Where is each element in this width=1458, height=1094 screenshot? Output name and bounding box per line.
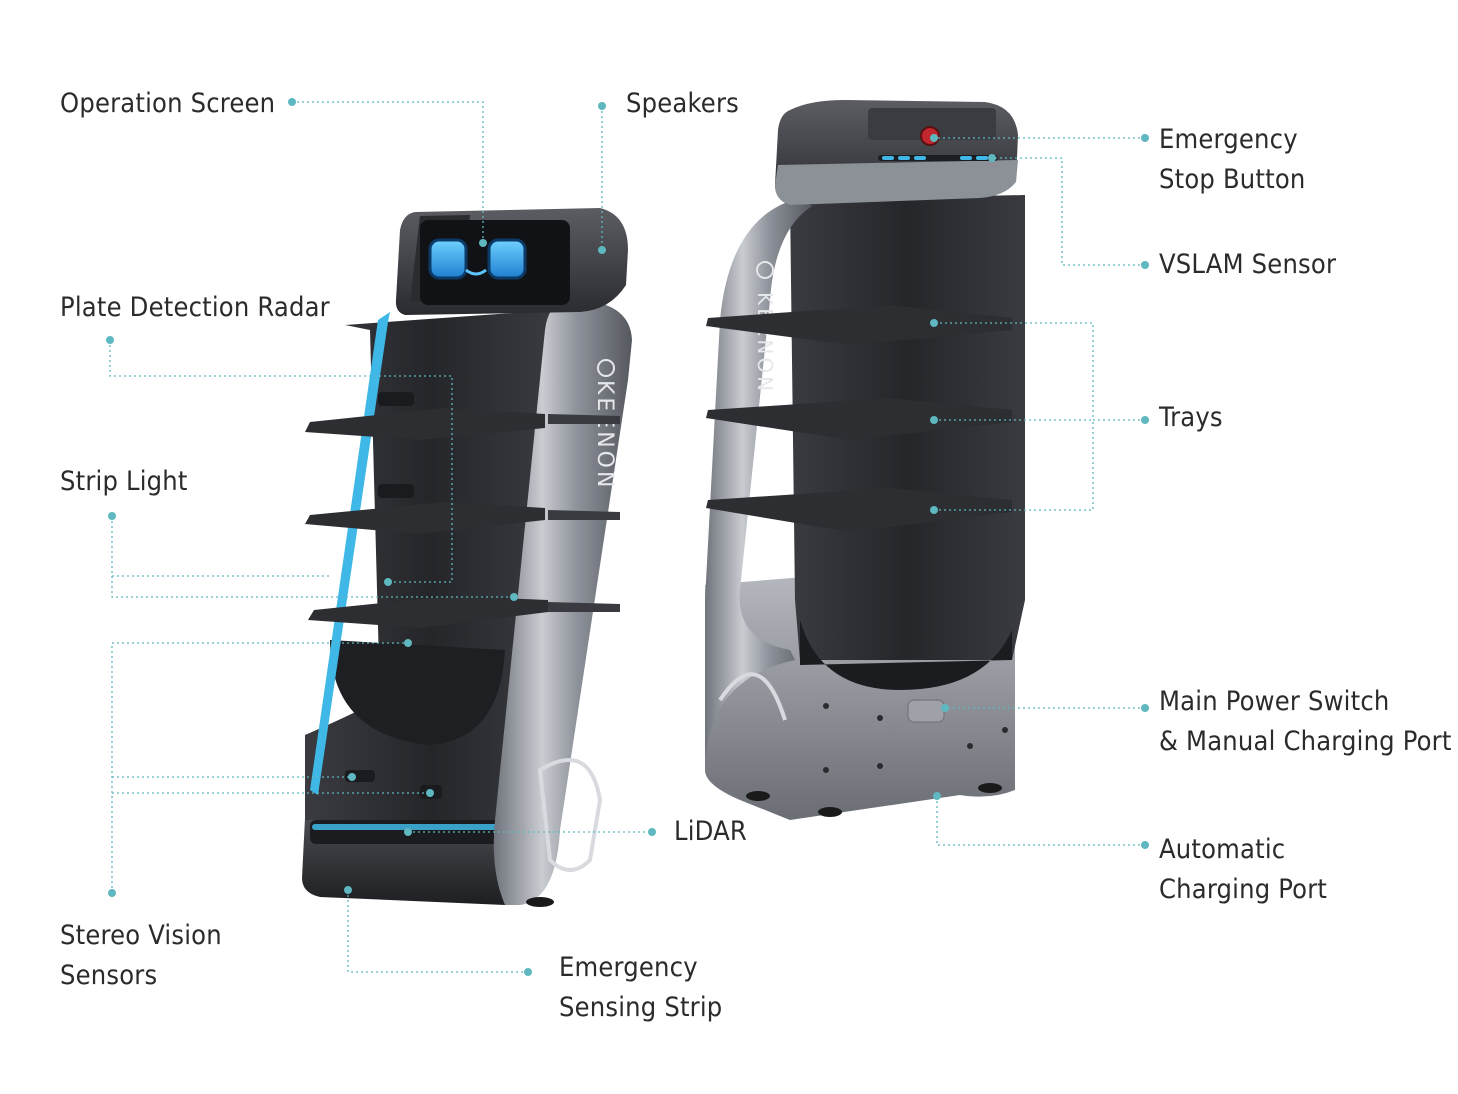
main-power-switch xyxy=(907,699,945,723)
label-main-power-switch: Main Power Switch & Manual Charging Port xyxy=(1159,682,1452,762)
label-main-power-line1: Main Power Switch xyxy=(1159,686,1390,717)
label-sensing-strip-line1: Emergency xyxy=(559,952,698,983)
label-emergency-stop-button: Emergency Stop Button xyxy=(1159,120,1306,200)
right-robot: KEENON xyxy=(705,100,1025,820)
label-plate-detection-radar: Plate Detection Radar xyxy=(60,292,330,323)
label-lidar: LiDAR xyxy=(674,816,747,847)
label-auto-charging-line1: Automatic xyxy=(1159,834,1286,865)
label-emergency-sensing-strip: Emergency Sensing Strip xyxy=(559,948,722,1028)
leader-lines xyxy=(109,101,1145,973)
label-emergency-stop-line2: Stop Button xyxy=(1159,164,1306,195)
leader-dots xyxy=(106,98,1149,976)
right-robot-body xyxy=(705,198,812,770)
label-stereo-line1: Stereo Vision xyxy=(60,920,222,951)
left-robot: KEENON xyxy=(302,208,632,907)
left-trays xyxy=(305,408,620,628)
label-auto-charging-line2: Charging Port xyxy=(1159,874,1328,905)
label-stereo-vision-sensors: Stereo Vision Sensors xyxy=(60,916,222,996)
left-brand-logo: KEENON xyxy=(592,380,617,490)
label-strip-light: Strip Light xyxy=(60,466,188,497)
label-sensing-strip-line2: Sensing Strip xyxy=(559,992,723,1023)
label-emergency-stop-line1: Emergency xyxy=(1159,124,1298,155)
right-brand-logo: KEENON xyxy=(753,292,777,394)
label-stereo-line2: Sensors xyxy=(60,960,158,991)
right-trays xyxy=(706,305,1012,532)
label-main-power-line2: & Manual Charging Port xyxy=(1159,726,1452,757)
label-vslam-sensor: VSLAM Sensor xyxy=(1159,249,1337,280)
label-trays: Trays xyxy=(1159,402,1223,433)
label-speakers: Speakers xyxy=(626,88,739,119)
label-automatic-charging-port: Automatic Charging Port xyxy=(1159,830,1327,910)
label-operation-screen: Operation Screen xyxy=(60,88,276,119)
